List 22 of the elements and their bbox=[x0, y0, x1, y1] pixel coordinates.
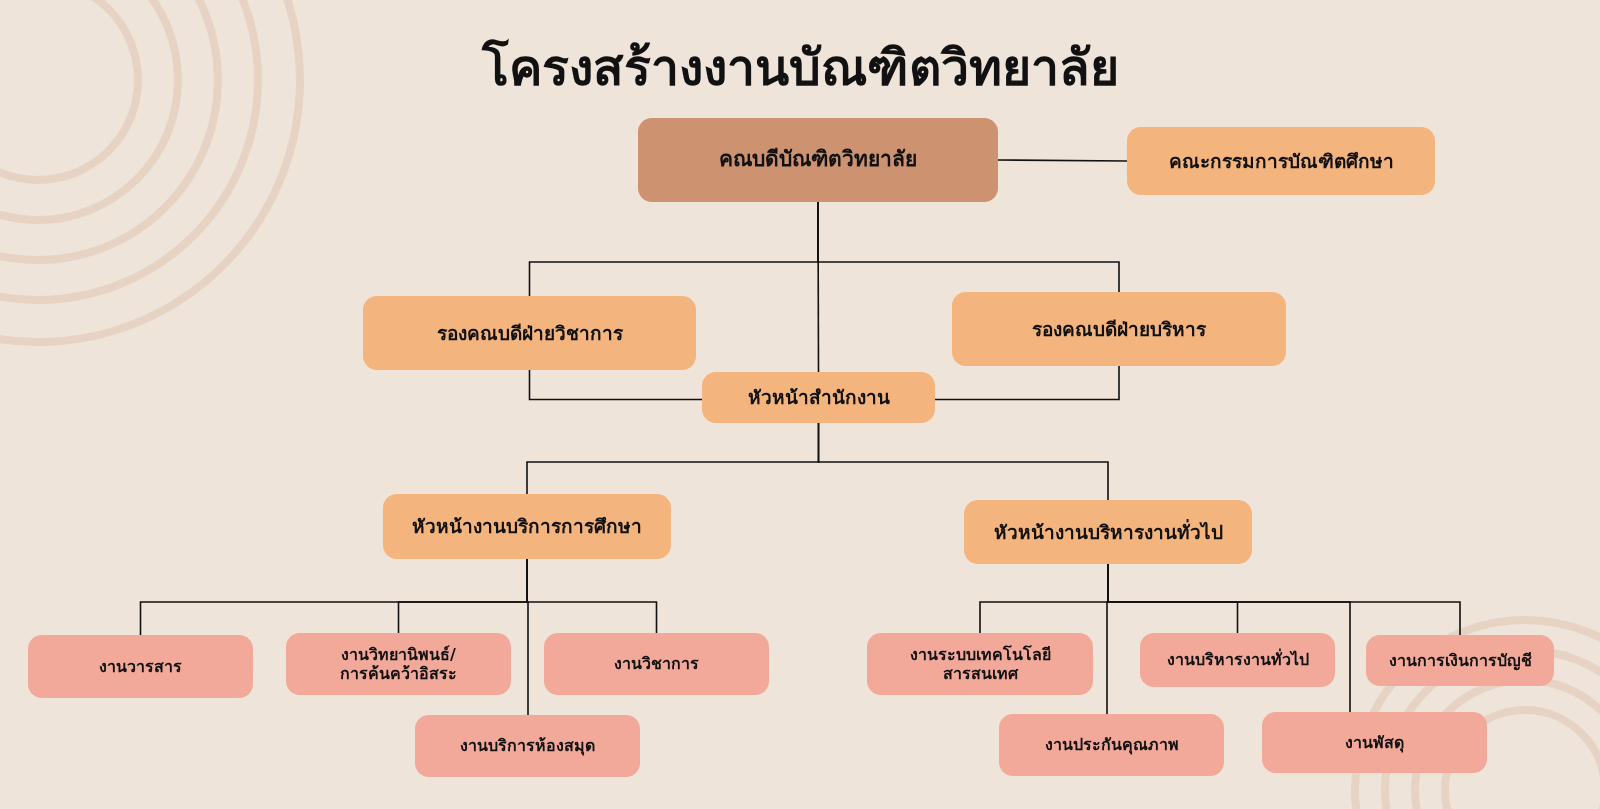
unit-box: งานการเงินการบัญชี bbox=[1366, 635, 1554, 686]
position-box: รองคณบดีฝ่ายวิชาการ bbox=[363, 296, 696, 370]
unit-box: งานประกันคุณภาพ bbox=[999, 714, 1224, 776]
position-box: หัวหน้างานบริหารงานทั่วไป bbox=[964, 500, 1252, 564]
connector-line bbox=[528, 369, 703, 401]
unit-box: งานบริหารงานทั่วไป bbox=[1140, 633, 1335, 687]
unit-box: งานบริการห้องสมุด bbox=[415, 715, 640, 777]
unit-box: งานวารสาร bbox=[28, 635, 253, 698]
unit-box: งานพัสดุ bbox=[1262, 712, 1487, 773]
position-box: คณบดีบัณฑิตวิทยาลัย bbox=[638, 118, 998, 202]
unit-box: งานวิทยานิพนธ์/ การค้นคว้าอิสระ bbox=[286, 633, 511, 695]
position-box: คณะกรรมการบัณฑิตศึกษา bbox=[1127, 127, 1435, 195]
unit-box: งานวิชาการ bbox=[544, 633, 769, 695]
unit-box: งานระบบเทคโนโลยี สารสนเทศ bbox=[867, 633, 1093, 695]
position-box: รองคณบดีฝ่ายบริหาร bbox=[952, 292, 1286, 366]
connector-line bbox=[817, 201, 820, 373]
title: โครงสร้างงานบัณฑิตวิทยาลัย bbox=[480, 38, 1120, 99]
connector-line bbox=[997, 159, 1128, 162]
connector-line bbox=[934, 365, 1120, 401]
position-box: หัวหน้างานบริการการศึกษา bbox=[383, 494, 671, 559]
connector-line bbox=[817, 422, 1109, 501]
position-box: หัวหน้าสำนักงาน bbox=[702, 372, 935, 423]
